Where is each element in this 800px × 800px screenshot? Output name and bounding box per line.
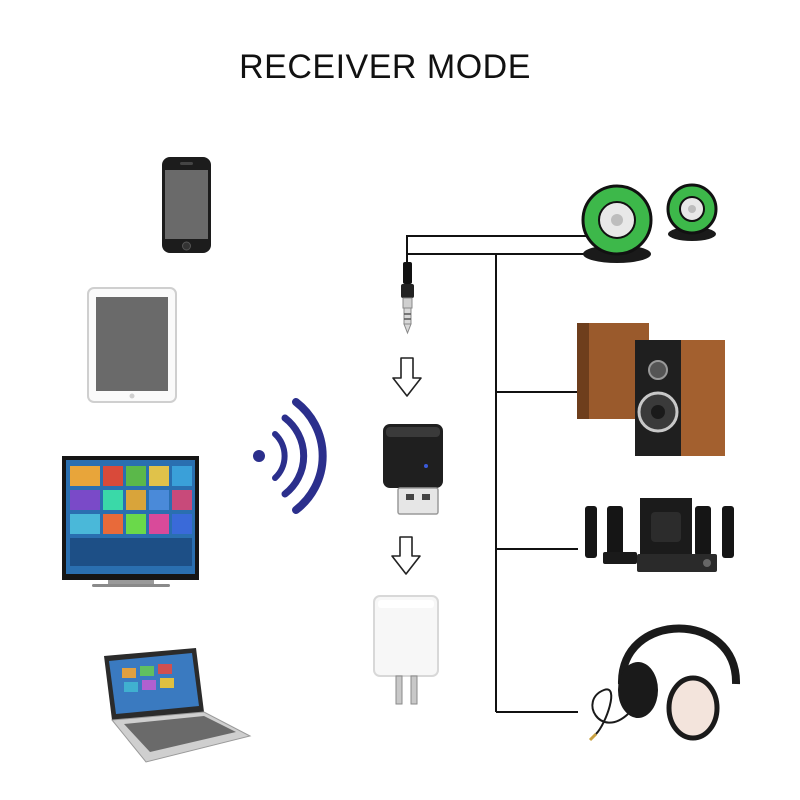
bluetooth-usb-adapter-icon (383, 424, 443, 514)
wooden-bookshelf-speakers-icon (577, 323, 725, 456)
smartphone-icon (162, 157, 211, 253)
tablet-icon (88, 288, 176, 402)
laptop-icon (104, 648, 250, 762)
arrow-down-icon (392, 537, 420, 574)
green-desktop-speakers-icon (583, 185, 716, 263)
smart-tv-icon (62, 456, 199, 587)
headphones-icon (590, 629, 736, 741)
audio-jack-icon (401, 262, 414, 333)
wireless-signal-icon (253, 402, 323, 510)
usb-power-adapter-icon (374, 596, 438, 704)
home-theater-system-icon (585, 498, 734, 572)
arrow-down-icon (393, 358, 421, 396)
